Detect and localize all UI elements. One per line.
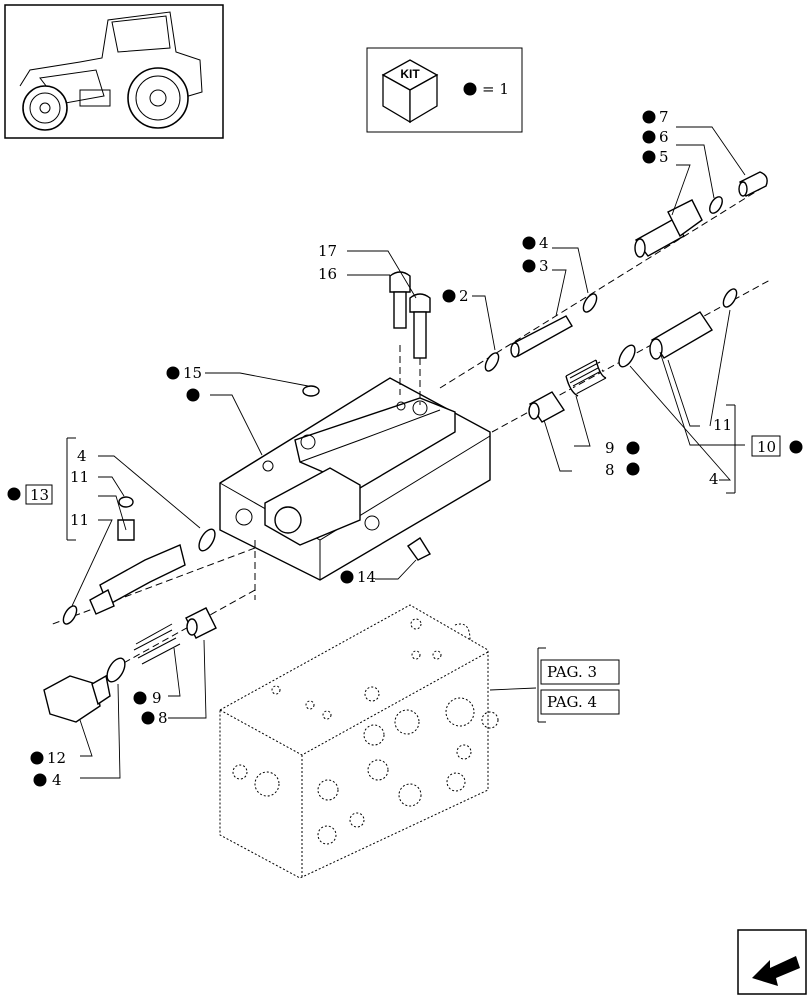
page-references[interactable]: PAG. 3 PAG. 4	[540, 659, 620, 715]
part-6-oring[interactable]	[707, 195, 725, 216]
part-14-plug[interactable]	[407, 537, 432, 561]
part-3-pin[interactable]	[510, 315, 573, 358]
part-12-plug[interactable]	[43, 674, 111, 723]
callout-4a[interactable]: 4	[539, 234, 549, 252]
part-8-piston-right[interactable]	[528, 391, 566, 423]
page-ref-3[interactable]: PAG. 3	[547, 663, 597, 681]
part-17-bolt[interactable]	[409, 293, 431, 359]
callout-bullets	[7, 110, 803, 787]
kit-bullet	[463, 82, 477, 96]
part-4-oring-top[interactable]	[581, 292, 600, 314]
part-4-oring-left[interactable]	[196, 527, 218, 554]
part-7-plug[interactable]	[738, 171, 768, 197]
kit-label: KIT	[400, 67, 420, 81]
part-5-fitting[interactable]	[634, 199, 703, 258]
callout-7[interactable]: 7	[659, 108, 669, 126]
tractor-icon	[19, 11, 203, 131]
callout-11c[interactable]: 11	[70, 511, 89, 529]
callout-11a[interactable]: 11	[713, 416, 732, 434]
callout-4c[interactable]: 4	[77, 447, 87, 465]
part-13-tee-fitting[interactable]	[61, 496, 186, 626]
part-9-spring-right[interactable]	[565, 359, 607, 397]
callout-5[interactable]: 5	[659, 148, 669, 166]
callout-16[interactable]: 16	[318, 265, 337, 283]
callout-3[interactable]: 3	[539, 257, 549, 275]
part-9-spring-left[interactable]	[133, 623, 181, 665]
page-ref-4[interactable]: PAG. 4	[547, 693, 597, 711]
callout-8a[interactable]: 8	[605, 461, 615, 479]
callout-6[interactable]: 6	[659, 128, 669, 146]
callout-9b[interactable]: 9	[152, 689, 162, 707]
tractor-thumbnail[interactable]	[4, 4, 224, 139]
valve-block[interactable]	[219, 377, 491, 581]
callout-2[interactable]: 2	[459, 287, 469, 305]
part-8-piston-left[interactable]	[185, 607, 217, 639]
leader-lines	[71, 126, 746, 779]
callout-labels: 7 6 5 4 3 2 17 16 15 11 9 8 4 10 4 11 13…	[25, 108, 781, 789]
brackets	[66, 404, 736, 723]
callout-12[interactable]: 12	[47, 749, 66, 767]
lower-valve-body	[219, 604, 499, 879]
callout-4b[interactable]: 4	[709, 470, 719, 488]
callout-10[interactable]: 10	[757, 438, 776, 456]
part-16-bolt[interactable]	[389, 271, 411, 329]
kit-legend: KIT = 1	[366, 47, 523, 133]
kit-legend-text: = 1	[482, 80, 509, 98]
part-11-fitting-right[interactable]	[649, 287, 739, 360]
part-4-oring-right[interactable]	[616, 343, 638, 370]
callout-13[interactable]: 13	[30, 486, 49, 504]
callout-14[interactable]: 14	[357, 568, 376, 586]
part-15-oring[interactable]	[302, 385, 320, 397]
part-2-oring[interactable]	[483, 351, 502, 373]
callout-13-box	[25, 484, 53, 505]
callout-9a[interactable]: 9	[605, 439, 615, 457]
kit-box-icon: KIT	[381, 59, 439, 124]
callout-15[interactable]: 15	[183, 364, 202, 382]
callout-17[interactable]: 17	[318, 242, 337, 260]
next-page-arrow-icon[interactable]	[737, 929, 807, 995]
part-4-oring-bottom[interactable]	[103, 655, 128, 685]
callout-8b[interactable]: 8	[158, 709, 168, 727]
callout-11b[interactable]: 11	[70, 468, 89, 486]
callout-10-box	[751, 435, 781, 457]
callout-4d[interactable]: 4	[52, 771, 62, 789]
